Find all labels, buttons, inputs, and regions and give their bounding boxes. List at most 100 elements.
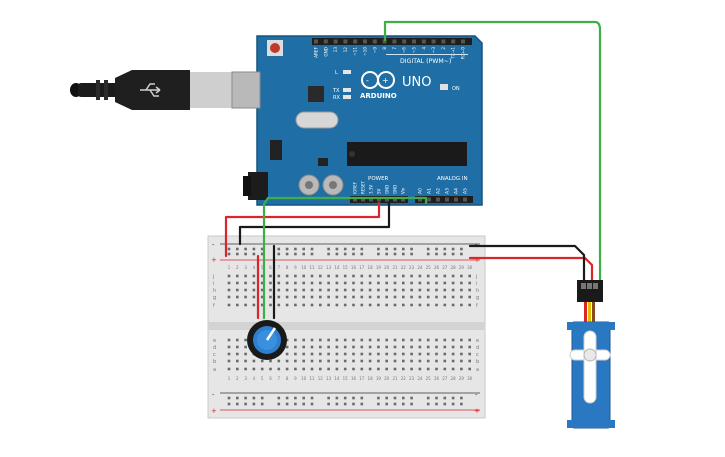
- breadboard-hole[interactable]: [269, 274, 272, 278]
- analog-pin-hole[interactable]: [454, 197, 458, 202]
- breadboard-hole[interactable]: [377, 367, 380, 371]
- breadboard-hole[interactable]: [360, 396, 364, 400]
- breadboard-hole[interactable]: [468, 274, 471, 278]
- breadboard-hole[interactable]: [468, 338, 471, 342]
- breadboard-hole[interactable]: [227, 303, 231, 307]
- breadboard-hole[interactable]: [435, 352, 438, 356]
- breadboard-hole[interactable]: [393, 396, 397, 400]
- breadboard-hole[interactable]: [277, 367, 281, 371]
- breadboard-hole[interactable]: [393, 345, 397, 349]
- breadboard-hole[interactable]: [418, 295, 422, 299]
- digital-pin-hole[interactable]: [323, 39, 328, 44]
- breadboard-hole[interactable]: [451, 274, 455, 278]
- breadboard-hole[interactable]: [443, 252, 447, 256]
- breadboard-hole[interactable]: [451, 396, 455, 400]
- breadboard-hole[interactable]: [244, 303, 247, 307]
- breadboard-hole[interactable]: [335, 352, 339, 356]
- breadboard-hole[interactable]: [252, 402, 256, 406]
- breadboard-hole[interactable]: [460, 288, 463, 292]
- breadboard-hole[interactable]: [443, 352, 447, 356]
- breadboard-hole[interactable]: [260, 247, 264, 251]
- analog-pin-hole[interactable]: [436, 197, 440, 202]
- breadboard-hole[interactable]: [294, 367, 297, 371]
- breadboard-hole[interactable]: [327, 402, 330, 406]
- breadboard-hole[interactable]: [410, 367, 413, 371]
- breadboard-hole[interactable]: [460, 247, 463, 251]
- breadboard-hole[interactable]: [360, 367, 364, 371]
- power-pin-hole[interactable]: [369, 197, 373, 202]
- breadboard-hole[interactable]: [426, 281, 430, 285]
- breadboard-hole[interactable]: [252, 281, 256, 285]
- breadboard-hole[interactable]: [368, 295, 372, 299]
- digital-pin-hole[interactable]: [382, 39, 387, 44]
- breadboard-hole[interactable]: [327, 396, 330, 400]
- digital-pin-hole[interactable]: [441, 39, 446, 44]
- breadboard-hole[interactable]: [393, 402, 397, 406]
- breadboard-hole[interactable]: [260, 274, 264, 278]
- breadboard-hole[interactable]: [227, 338, 231, 342]
- breadboard-hole[interactable]: [435, 303, 438, 307]
- breadboard-hole[interactable]: [410, 252, 413, 256]
- breadboard-hole[interactable]: [352, 247, 355, 251]
- breadboard-hole[interactable]: [227, 359, 231, 363]
- breadboard-hole[interactable]: [244, 367, 247, 371]
- breadboard-hole[interactable]: [418, 338, 422, 342]
- breadboard-hole[interactable]: [377, 352, 380, 356]
- breadboard-hole[interactable]: [352, 402, 355, 406]
- breadboard-hole[interactable]: [244, 345, 247, 349]
- analog-pin-hole[interactable]: [427, 197, 431, 202]
- breadboard-hole[interactable]: [335, 295, 339, 299]
- breadboard-hole[interactable]: [460, 295, 463, 299]
- breadboard-hole[interactable]: [285, 247, 289, 251]
- breadboard-hole[interactable]: [335, 338, 339, 342]
- breadboard-hole[interactable]: [244, 252, 247, 256]
- digital-pin-hole[interactable]: [431, 39, 436, 44]
- breadboard-hole[interactable]: [377, 345, 380, 349]
- breadboard-hole[interactable]: [352, 288, 355, 292]
- digital-pin-hole[interactable]: [333, 39, 338, 44]
- breadboard-hole[interactable]: [277, 295, 281, 299]
- breadboard-hole[interactable]: [360, 359, 364, 363]
- breadboard-hole[interactable]: [393, 252, 397, 256]
- breadboard-hole[interactable]: [310, 295, 314, 299]
- potentiometer-icon[interactable]: [247, 320, 287, 360]
- breadboard-hole[interactable]: [294, 281, 297, 285]
- breadboard-hole[interactable]: [285, 367, 289, 371]
- breadboard-hole[interactable]: [327, 252, 330, 256]
- breadboard-hole[interactable]: [377, 396, 380, 400]
- breadboard-hole[interactable]: [319, 359, 322, 363]
- breadboard-hole[interactable]: [343, 402, 347, 406]
- breadboard-hole[interactable]: [402, 281, 405, 285]
- breadboard-hole[interactable]: [410, 247, 413, 251]
- breadboard-hole[interactable]: [418, 352, 422, 356]
- breadboard-hole[interactable]: [343, 303, 347, 307]
- breadboard-hole[interactable]: [377, 359, 380, 363]
- breadboard-hole[interactable]: [302, 367, 305, 371]
- breadboard-hole[interactable]: [385, 303, 388, 307]
- breadboard-hole[interactable]: [302, 402, 305, 406]
- breadboard-hole[interactable]: [244, 281, 247, 285]
- breadboard-hole[interactable]: [443, 345, 447, 349]
- breadboard-hole[interactable]: [393, 338, 397, 342]
- breadboard-hole[interactable]: [244, 352, 247, 356]
- breadboard-hole[interactable]: [260, 303, 264, 307]
- breadboard-hole[interactable]: [343, 288, 347, 292]
- breadboard-hole[interactable]: [285, 295, 289, 299]
- breadboard-hole[interactable]: [426, 345, 430, 349]
- breadboard-hole[interactable]: [319, 338, 322, 342]
- breadboard-hole[interactable]: [460, 338, 463, 342]
- breadboard-hole[interactable]: [260, 359, 264, 363]
- breadboard-hole[interactable]: [426, 247, 430, 251]
- breadboard-hole[interactable]: [236, 345, 239, 349]
- breadboard-hole[interactable]: [468, 295, 471, 299]
- breadboard-hole[interactable]: [319, 303, 322, 307]
- breadboard-hole[interactable]: [385, 281, 388, 285]
- breadboard-hole[interactable]: [385, 274, 388, 278]
- breadboard-hole[interactable]: [285, 252, 289, 256]
- breadboard-hole[interactable]: [352, 345, 355, 349]
- breadboard-hole[interactable]: [443, 338, 447, 342]
- breadboard-hole[interactable]: [402, 288, 405, 292]
- breadboard-hole[interactable]: [352, 338, 355, 342]
- breadboard-hole[interactable]: [368, 359, 372, 363]
- breadboard-hole[interactable]: [443, 396, 447, 400]
